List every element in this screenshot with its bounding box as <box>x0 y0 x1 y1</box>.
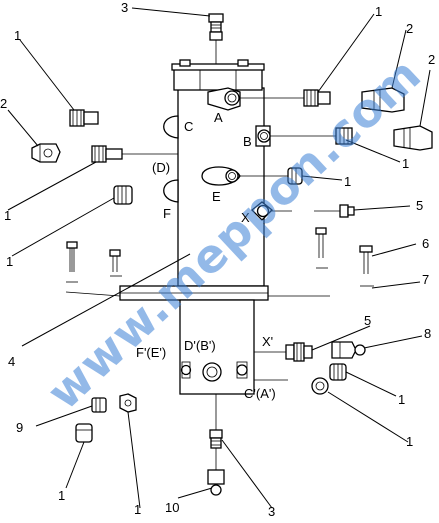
bolts-item-6 <box>66 227 374 287</box>
callout-1-top-right: 1 <box>375 4 382 19</box>
port-label-f: F <box>163 206 171 221</box>
fitting-b-item-1 <box>270 127 353 145</box>
elbow-b-item-2 <box>393 125 433 151</box>
port-label-d: (D) <box>152 160 170 175</box>
port-label-b: B <box>243 134 252 149</box>
callout-5-lower: 5 <box>364 313 371 328</box>
callout-1-left-d: 1 <box>4 208 11 223</box>
callout-9: 9 <box>16 420 23 435</box>
fitting-x-prime-item-5 <box>285 342 313 362</box>
fitting-f-item-1 <box>113 185 133 205</box>
fitting-bottom-item-1 <box>119 393 137 413</box>
bottom-fitting-item-10 <box>207 469 225 496</box>
callout-1-lower-right-b: 1 <box>406 434 413 449</box>
callout-3-top: 3 <box>121 0 128 15</box>
bottom-fitting-item-3 <box>209 429 223 470</box>
fitting-a-item-1 <box>240 89 331 107</box>
callout-2-left: 2 <box>0 96 7 111</box>
nut-left-item-2 <box>31 143 61 163</box>
callout-10: 10 <box>165 500 179 515</box>
fitting-lower-right-item-8 <box>331 341 366 359</box>
port-label-a: A <box>214 110 223 125</box>
fitting-lower-left-item-1 <box>75 423 93 443</box>
port-label-c-a-prime: C'(A') <box>244 386 276 401</box>
top-fitting-item-3 <box>208 13 224 64</box>
callout-3-bottom: 3 <box>268 504 275 518</box>
callout-1-right-b: 1 <box>402 156 409 171</box>
callout-4: 4 <box>8 354 15 369</box>
callout-1-bottom: 1 <box>134 502 141 517</box>
fitting-lower-right-item-1a <box>329 363 347 381</box>
callout-6: 6 <box>422 236 429 251</box>
port-label-x-prime: X' <box>262 334 273 349</box>
fitting-e-item-1 <box>238 167 303 185</box>
callout-7: 7 <box>422 272 429 287</box>
port-label-d-b-prime: D'(B') <box>184 338 216 353</box>
callout-5-right: 5 <box>416 198 423 213</box>
port-label-x: X <box>241 210 250 225</box>
callout-1-left-f: 1 <box>6 254 13 269</box>
fitting-x-item-5 <box>270 204 355 218</box>
fitting-c-item-1 <box>69 109 99 127</box>
callout-8: 8 <box>424 326 431 341</box>
upper-valve-body <box>119 59 273 301</box>
callout-2-right: 2 <box>428 52 435 67</box>
port-label-f-e-prime: F'(E') <box>136 345 166 360</box>
port-label-c: C <box>184 119 193 134</box>
lower-valve-body <box>179 299 288 430</box>
callout-1-lower-right-a: 1 <box>398 392 405 407</box>
callout-2-top-right: 2 <box>406 21 413 36</box>
callout-1-top-left: 1 <box>14 28 21 43</box>
fitting-lower-left-item-9 <box>91 397 107 413</box>
fitting-lower-right-item-1b <box>311 377 329 395</box>
fitting-d-item-1 <box>91 145 178 163</box>
port-label-e: E <box>212 189 221 204</box>
callout-1-right-e: 1 <box>344 174 351 189</box>
flange-lines-item-7 <box>65 291 330 297</box>
leader-lines <box>7 7 431 509</box>
callout-1-lower-left: 1 <box>58 488 65 503</box>
